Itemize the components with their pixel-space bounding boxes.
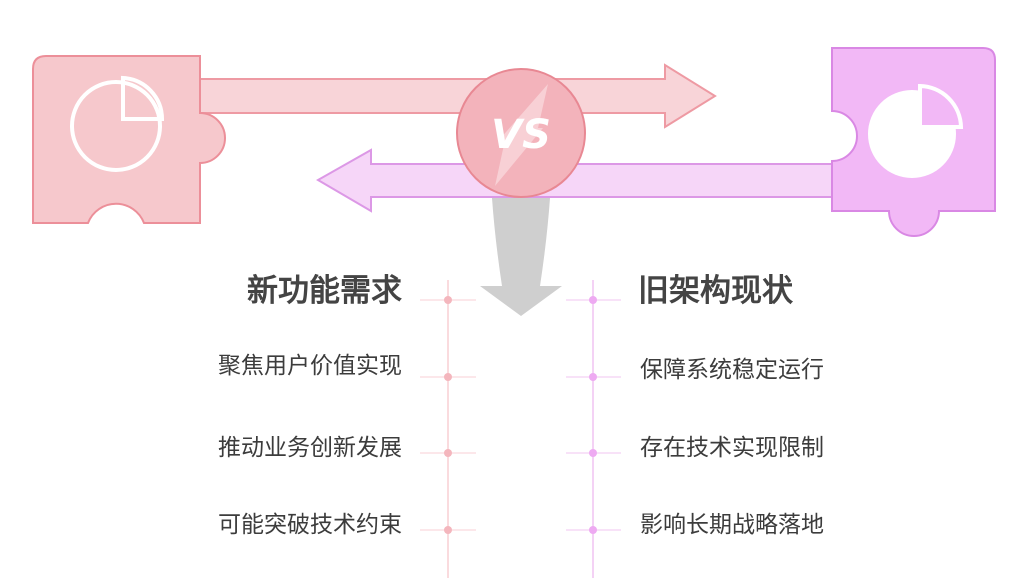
versus-icon: VS xyxy=(456,68,586,198)
left-item-3: 可能突破技术约束 xyxy=(218,512,402,538)
left-puzzle-piece xyxy=(32,55,226,224)
left-arrow xyxy=(315,148,836,213)
right-item-3: 影响长期战略落地 xyxy=(640,512,824,538)
right-heading: 旧架构现状 xyxy=(638,273,793,309)
right-pie-chart-icon xyxy=(868,83,964,178)
left-heading: 新功能需求 xyxy=(247,273,402,309)
right-item-1: 保障系统稳定运行 xyxy=(640,357,824,383)
svg-text:VS: VS xyxy=(491,112,551,158)
down-arrow xyxy=(480,198,562,316)
right-item-2: 存在技术实现限制 xyxy=(640,435,824,461)
left-timeline xyxy=(420,280,476,578)
right-timeline xyxy=(566,280,621,578)
right-arrow xyxy=(199,63,717,129)
left-item-1: 聚焦用户价值实现 xyxy=(218,353,402,379)
left-pie-chart-icon xyxy=(70,75,165,172)
left-item-2: 推动业务创新发展 xyxy=(218,435,402,461)
